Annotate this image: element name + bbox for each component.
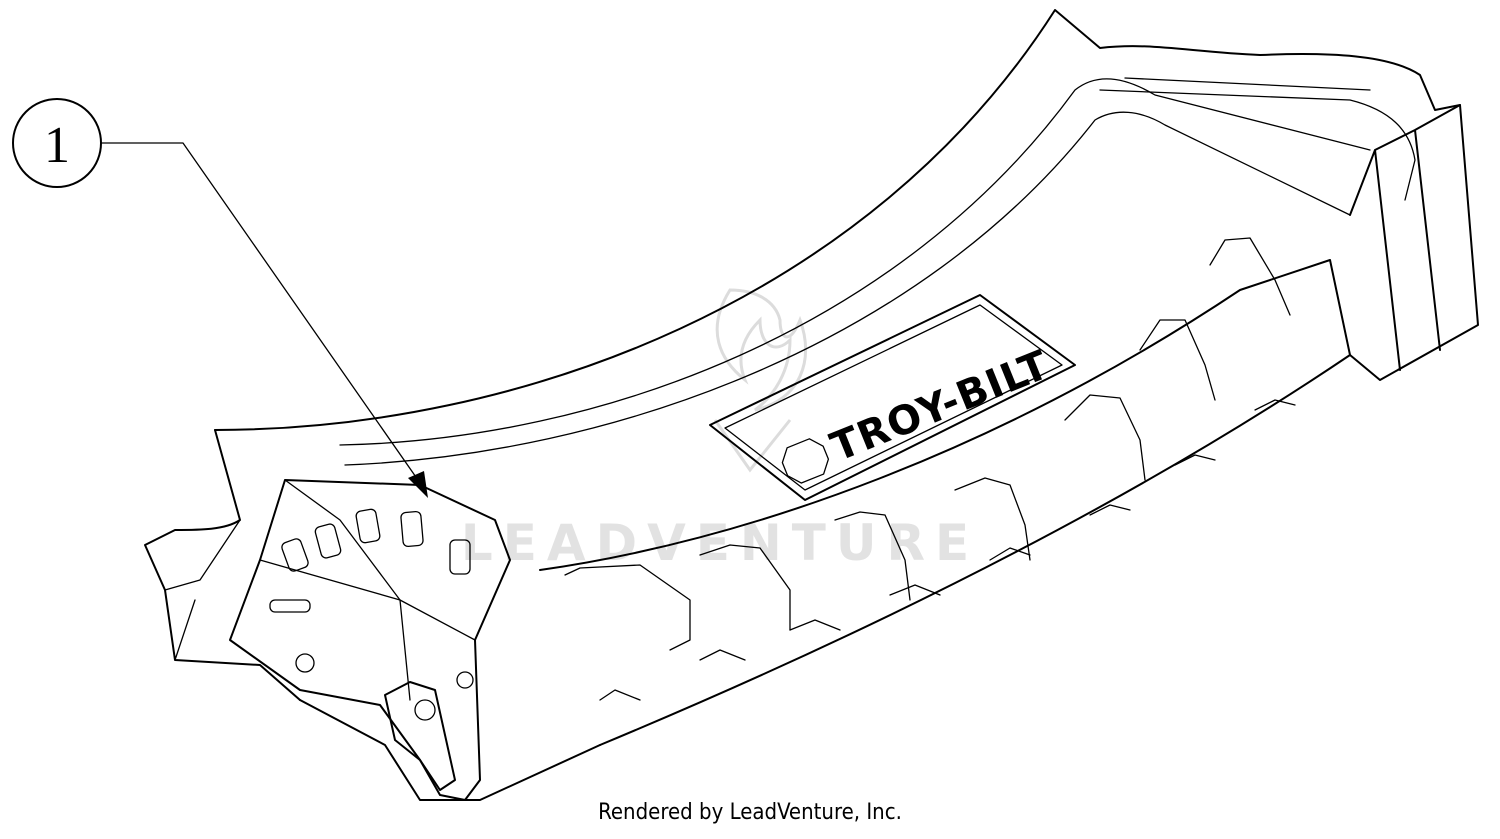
watermark: LEADVENTURE xyxy=(461,288,979,572)
callout-1: 1 xyxy=(12,98,428,498)
grip-rib xyxy=(834,511,911,601)
grip-notches xyxy=(599,399,1296,701)
grip-ribs xyxy=(564,237,1296,701)
brand-logo-octagon-icon xyxy=(781,438,830,484)
brand-label-outer xyxy=(709,294,1076,501)
callout-arrowhead xyxy=(408,471,428,498)
pivot-hole xyxy=(295,653,315,673)
bracket-slots xyxy=(269,508,471,613)
callout-number: 1 xyxy=(44,117,70,174)
handle-front-face xyxy=(539,259,1351,746)
callout-leader-line xyxy=(100,142,419,481)
render-credit: Rendered by LeadVenture, Inc. xyxy=(598,800,902,825)
grip-rib xyxy=(564,564,691,651)
gear-bracket-assembly xyxy=(229,479,511,801)
pivot-hole xyxy=(456,671,474,689)
grip-rib xyxy=(1064,394,1146,481)
handle-bottom-edge xyxy=(299,699,601,801)
handle-inner-ridge xyxy=(339,78,1371,446)
watermark-flame-logo xyxy=(713,288,808,473)
latch-lever xyxy=(384,681,456,791)
grip-rib xyxy=(954,477,1031,561)
bracket-outline xyxy=(229,479,511,801)
handle-top-rim xyxy=(214,9,1479,431)
handle-right-end xyxy=(1349,104,1461,371)
handle-left-bumper xyxy=(144,429,301,701)
brand-label-text: TROY-BILT xyxy=(825,342,1056,471)
brand-label: TROY-BILT xyxy=(709,294,1076,501)
grip-rib xyxy=(699,544,791,631)
latch-pin xyxy=(414,699,436,721)
grip-rib xyxy=(1209,237,1291,316)
brand-label-inner xyxy=(724,304,1063,491)
grip-rib xyxy=(1139,319,1216,401)
watermark-text: LEADVENTURE xyxy=(461,514,979,572)
handle-body xyxy=(144,9,1479,801)
